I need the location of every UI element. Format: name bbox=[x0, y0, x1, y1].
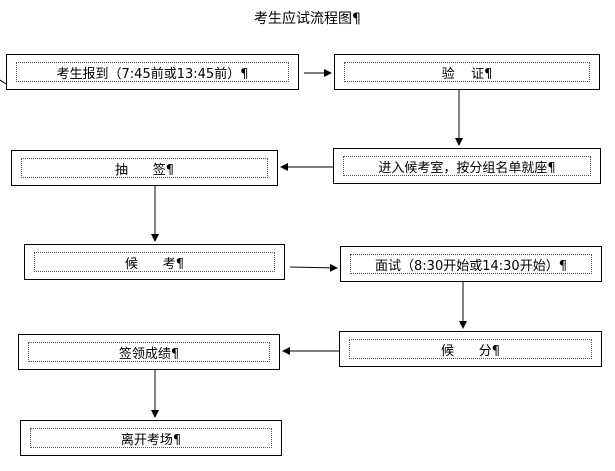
step-verify: 验 证¶ bbox=[334, 54, 600, 90]
left-edge-stub bbox=[0, 79, 7, 85]
step-enter-room-label: 进入候考室，按分组名单就座¶ bbox=[343, 156, 591, 176]
step-register-label: 考生报到（7:45前或13:45前）¶ bbox=[16, 62, 289, 82]
step-wait-score: 候 分¶ bbox=[339, 331, 602, 367]
step-interview: 面试（8:30开始或14:30开始）¶ bbox=[340, 246, 602, 282]
step-enter-room: 进入候考室，按分组名单就座¶ bbox=[333, 148, 601, 184]
step-verify-label: 验 证¶ bbox=[344, 62, 590, 82]
step-wait-score-label: 候 分¶ bbox=[349, 339, 592, 359]
step-leave: 离开考场¶ bbox=[20, 420, 282, 456]
step-leave-label: 离开考场¶ bbox=[30, 428, 272, 448]
step-sign-score-label: 签领成绩¶ bbox=[28, 342, 270, 362]
diagram-title: 考生应试流程图¶ bbox=[254, 11, 361, 27]
step-register: 考生报到（7:45前或13:45前）¶ bbox=[6, 54, 299, 90]
step-sign-score: 签领成绩¶ bbox=[18, 334, 280, 370]
step-wait-exam: 候 考¶ bbox=[24, 244, 285, 280]
step-interview-label: 面试（8:30开始或14:30开始）¶ bbox=[350, 254, 592, 274]
step-draw-lots: 抽 签¶ bbox=[11, 150, 278, 186]
arrow-wait-exam-to-interview bbox=[289, 263, 338, 272]
step-wait-exam-label: 候 考¶ bbox=[34, 252, 275, 272]
step-draw-lots-label: 抽 签¶ bbox=[21, 158, 268, 178]
